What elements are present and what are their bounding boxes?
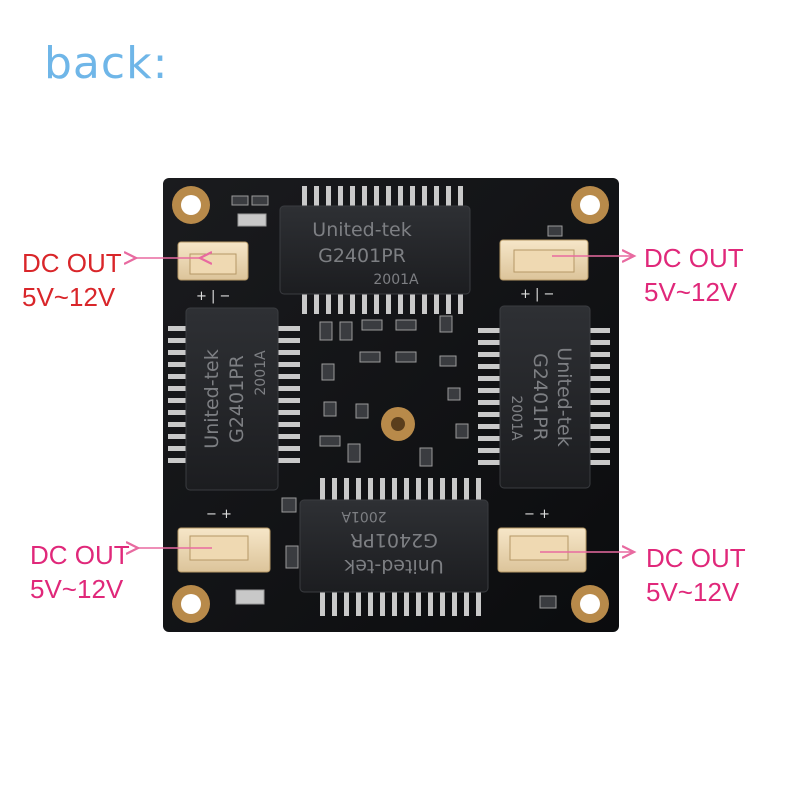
dc-out-label-top-right: DC OUT 5V~12V <box>644 241 744 309</box>
chip-top: United-tek G2401PR 2001A <box>279 205 471 295</box>
page-title: back: <box>44 38 169 89</box>
chip-part: G2401PR <box>529 353 551 441</box>
dc-out-label-top-left: DC OUT 5V~12V <box>22 246 122 314</box>
chip-part: G2401PR <box>350 529 438 551</box>
dc-out-voltage: 5V~12V <box>646 577 740 607</box>
chip-brand: United-tek <box>344 555 443 577</box>
dc-out-title: DC OUT <box>646 543 746 573</box>
mounting-holes <box>172 186 609 623</box>
svg-text:− +: − + <box>206 507 232 522</box>
dc-out-voltage: 5V~12V <box>22 282 116 312</box>
dc-out-voltage: 5V~12V <box>644 277 738 307</box>
svg-text:+ | −: + | − <box>196 289 230 304</box>
chip-pins-top <box>302 186 463 314</box>
chip-brand: United-tek <box>553 347 575 446</box>
svg-text:+ | −: + | − <box>520 287 554 302</box>
dc-out-label-bottom-left: DC OUT 5V~12V <box>30 538 130 606</box>
chip-left: United-tek G2401PR 2001A <box>185 307 279 491</box>
chip-part: G2401PR <box>226 355 248 443</box>
dc-out-title: DC OUT <box>644 243 744 273</box>
dc-out-voltage: 5V~12V <box>30 574 124 604</box>
chip-pins-bottom <box>320 478 481 616</box>
chip-brand: United-tek <box>201 349 223 448</box>
chip-brand: United-tek <box>312 219 411 241</box>
chip-code: 2001A <box>373 272 419 288</box>
chip-pins-left <box>168 326 300 463</box>
dc-out-title: DC OUT <box>30 540 130 570</box>
connector-bottom-right: − + <box>497 507 587 573</box>
chip-code: 2001A <box>253 350 269 396</box>
connector-top-right: + | − <box>499 239 589 302</box>
dc-out-label-bottom-right: DC OUT 5V~12V <box>646 541 746 609</box>
smd-components <box>231 195 563 609</box>
chip-bottom: United-tek G2401PR 2001A <box>299 499 489 593</box>
chip-code: 2001A <box>508 395 524 441</box>
pcb-board <box>163 178 619 632</box>
chip-pins-right <box>478 328 610 465</box>
chip-part: G2401PR <box>318 245 406 267</box>
chip-right: United-tek G2401PR 2001A <box>499 305 591 489</box>
svg-text:− +: − + <box>524 507 550 522</box>
dc-out-title: DC OUT <box>22 248 122 278</box>
annotation-arrows <box>136 256 634 552</box>
chip-code: 2001A <box>341 508 387 524</box>
